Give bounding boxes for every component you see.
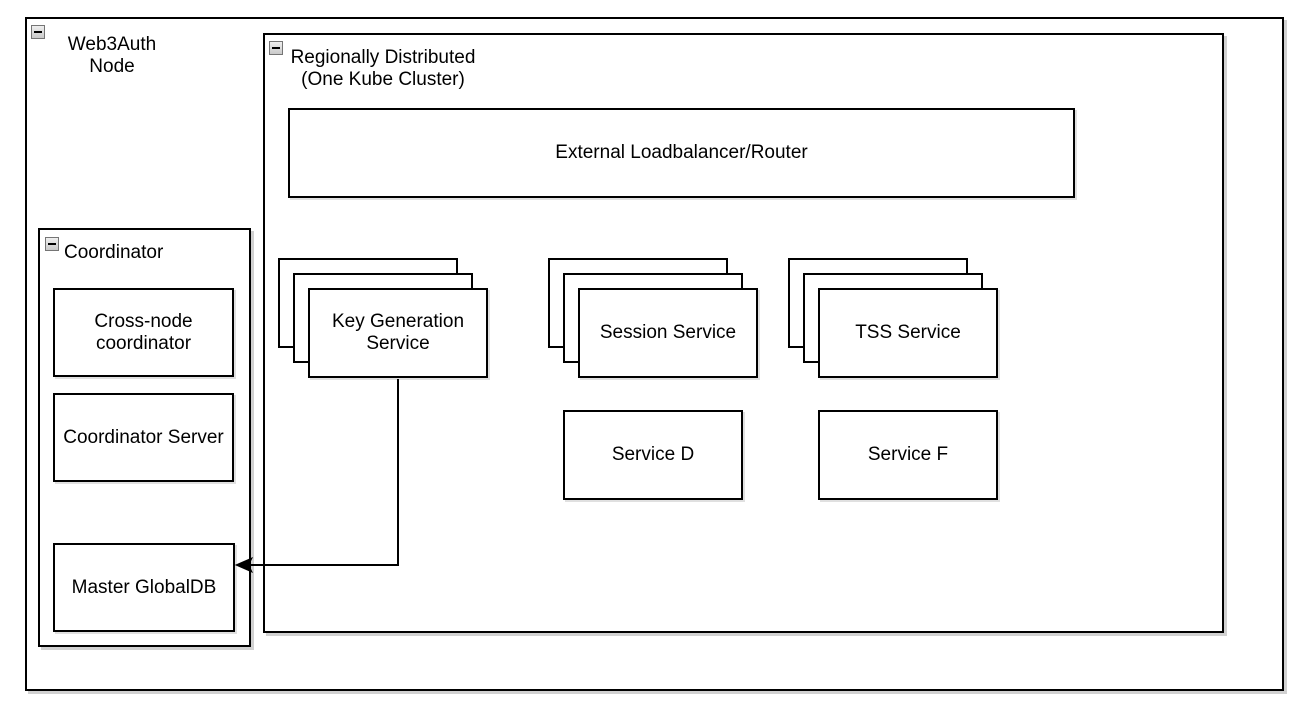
node-coordinator-server[interactable]: Coordinator Server — [53, 393, 234, 482]
node-service-f[interactable]: Service F — [818, 410, 998, 500]
container-label-web3auth-node: Web3Auth Node — [67, 34, 157, 77]
node-label: Session Service — [599, 322, 737, 343]
arrowhead-left-icon — [234, 556, 254, 574]
node-label: External Loadbalancer/Router — [555, 142, 808, 163]
node-service-d[interactable]: Service D — [563, 410, 743, 500]
container-label-coordinator: Coordinator — [64, 242, 164, 263]
minus-glyph — [48, 243, 56, 245]
container-label-regionally-distributed: Regionally Distributed (One Kube Cluster… — [290, 47, 476, 90]
node-master-globaldb[interactable]: Master GlobalDB — [53, 543, 235, 632]
node-label: Key Generation Service — [331, 311, 465, 354]
node-label: Service D — [611, 444, 695, 465]
node-tss-service[interactable]: TSS Service — [818, 288, 998, 378]
minus-glyph — [34, 31, 42, 33]
node-key-generation-service[interactable]: Key Generation Service — [308, 288, 488, 378]
collapse-minus-icon[interactable] — [269, 41, 283, 55]
node-label: Cross-node coordinator — [94, 310, 193, 354]
collapse-minus-icon[interactable] — [45, 237, 59, 251]
node-session-service[interactable]: Session Service — [578, 288, 758, 378]
node-label: TSS Service — [855, 322, 961, 343]
node-label: Coordinator Server — [63, 426, 224, 448]
minus-glyph — [272, 47, 280, 49]
collapse-minus-icon[interactable] — [31, 25, 45, 39]
node-label: Service F — [867, 444, 949, 465]
node-external-loadbalancer[interactable]: External Loadbalancer/Router — [288, 108, 1075, 198]
node-label: Master GlobalDB — [71, 576, 217, 598]
node-cross-node-coordinator[interactable]: Cross-node coordinator — [53, 288, 234, 377]
